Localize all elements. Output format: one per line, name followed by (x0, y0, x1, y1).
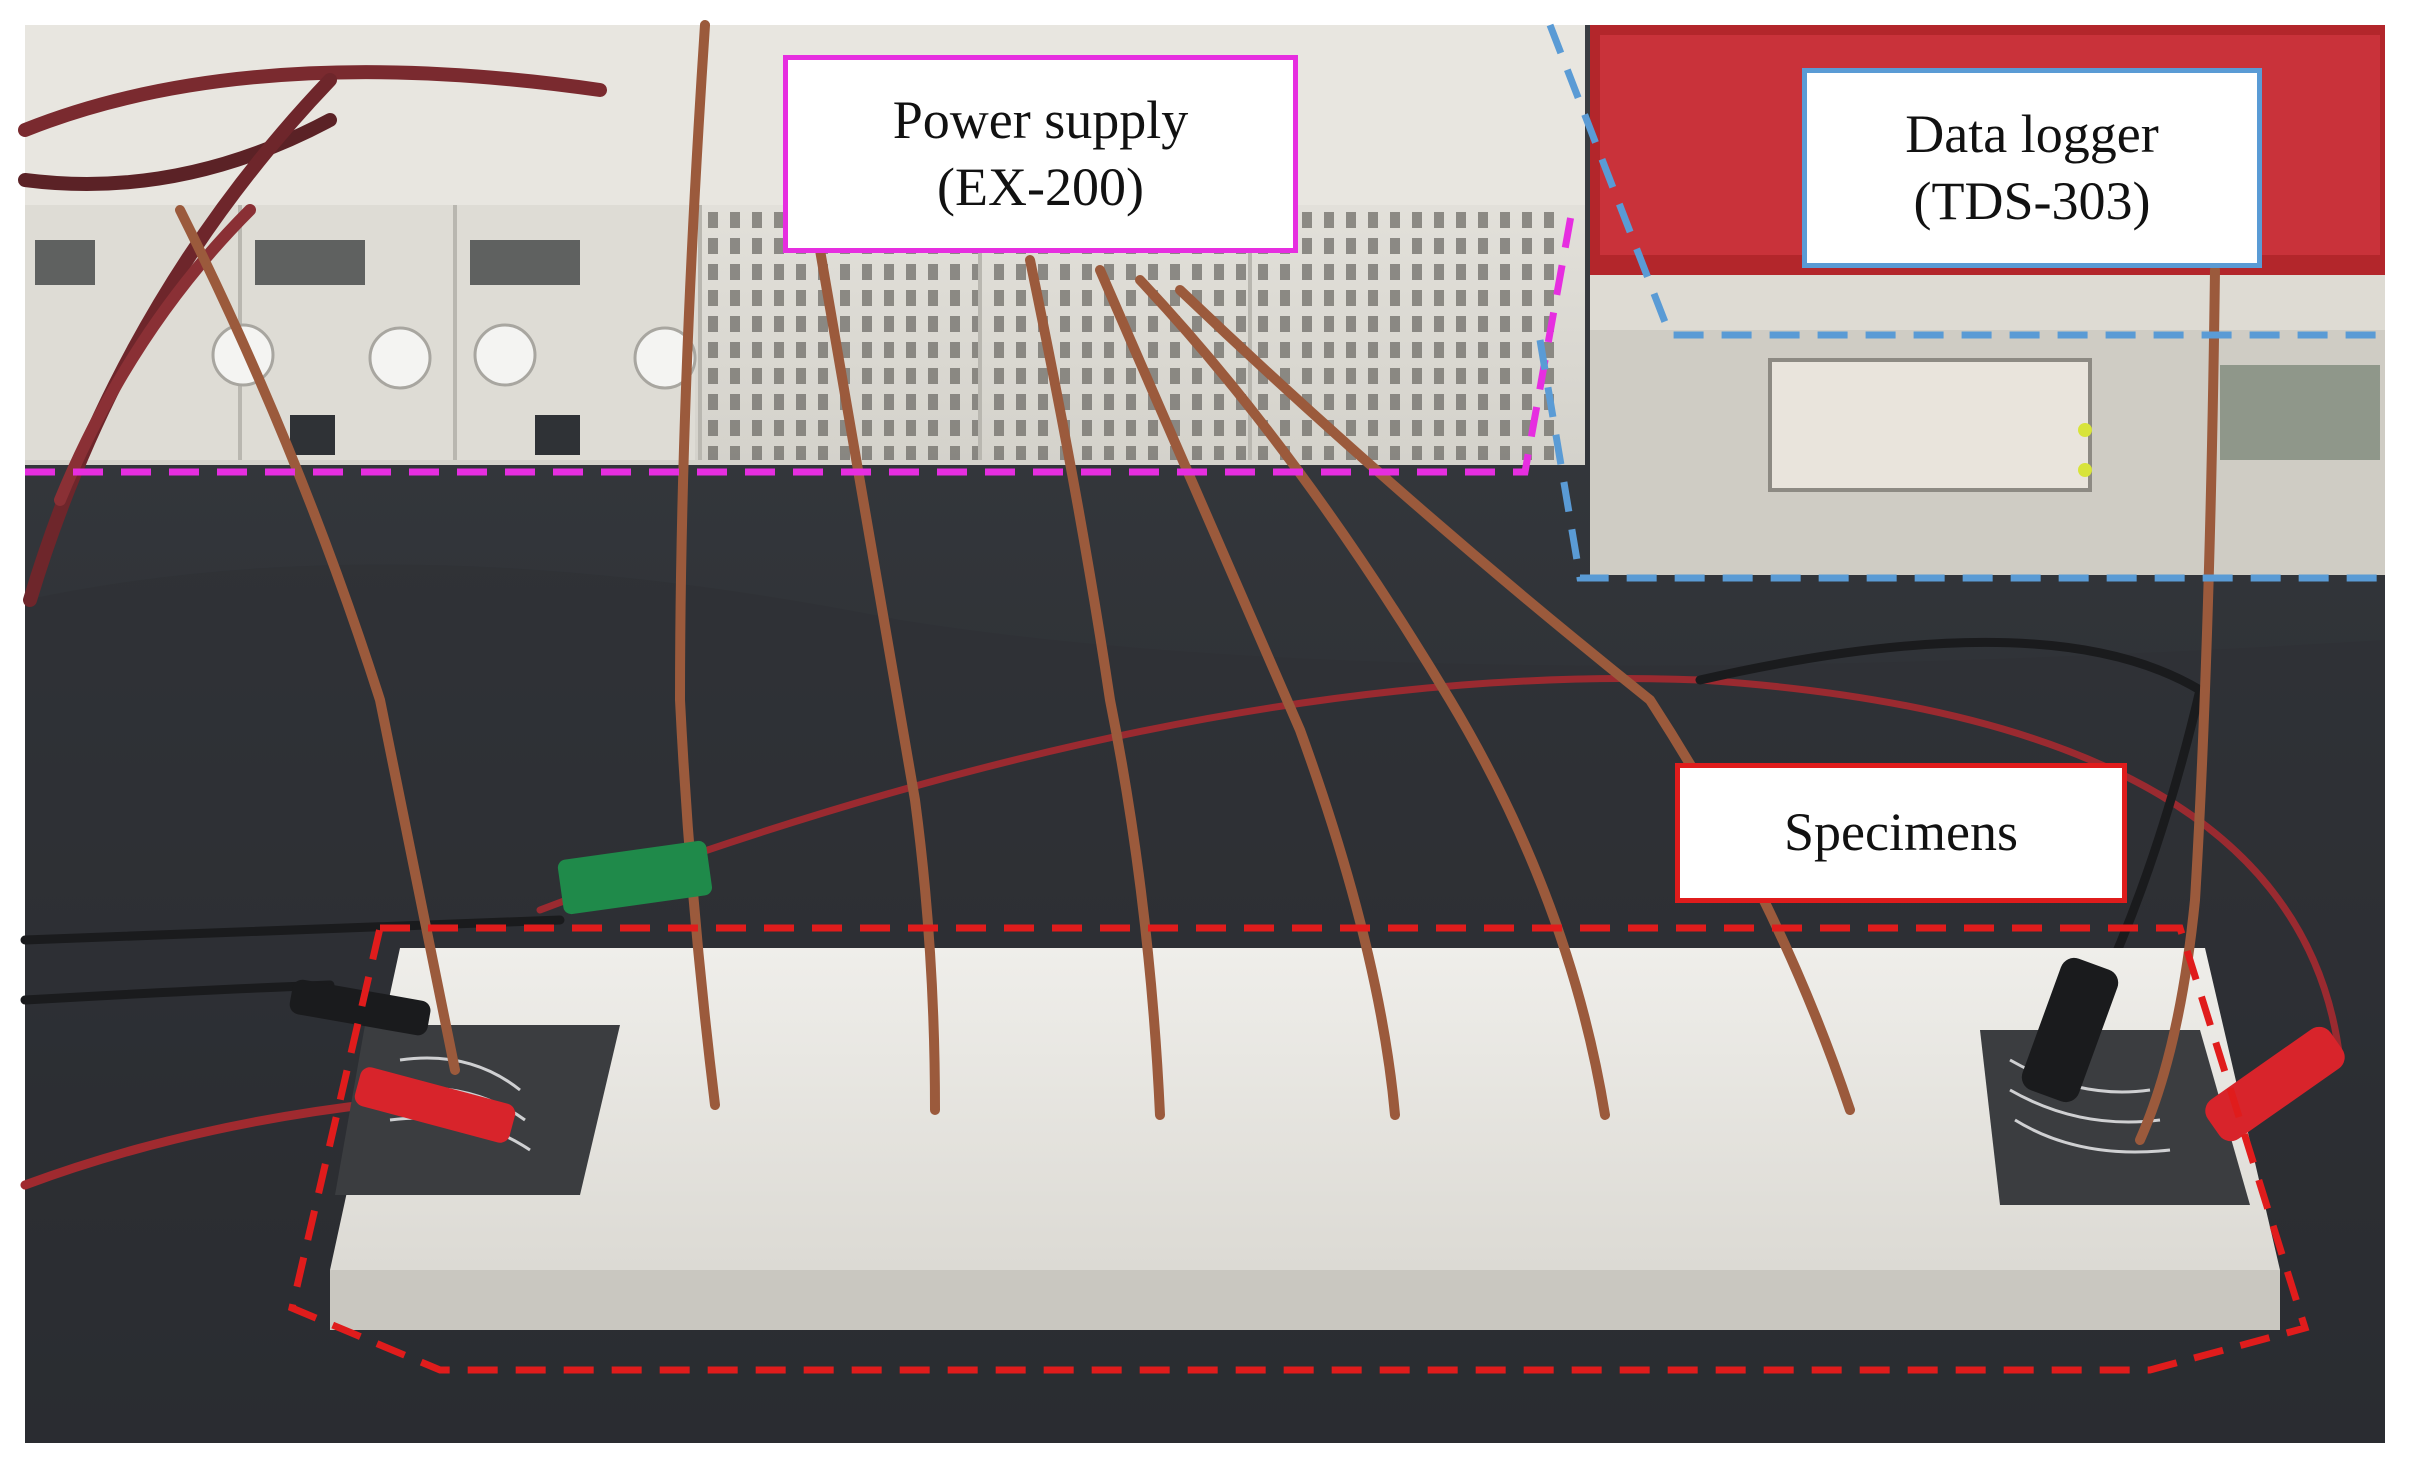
control-knob (368, 326, 432, 390)
display-screen (470, 240, 580, 285)
data-logger-highlight (1546, 23, 2385, 339)
display-screen (255, 240, 365, 285)
copper-probe-wires (175, 20, 2220, 1145)
data-logger-highlight-bottom (1536, 339, 2385, 582)
specimens-highlight (287, 924, 2310, 1374)
power-switch (290, 415, 335, 455)
logger-display (2220, 365, 2380, 460)
red-cables (18, 65, 2344, 1190)
display-screen (35, 240, 95, 285)
control-knob (633, 326, 697, 390)
specimens-label: Specimens (1675, 763, 2127, 903)
control-knob (473, 323, 537, 387)
printer-slot (1768, 358, 2092, 492)
power-switch (535, 415, 580, 455)
data-logger-label: Data logger (TDS-303) (1802, 68, 2262, 268)
power-supply-highlight (25, 209, 1576, 476)
power-supply-label: Power supply (EX-200) (783, 55, 1298, 253)
concrete-specimen (330, 948, 2280, 1330)
